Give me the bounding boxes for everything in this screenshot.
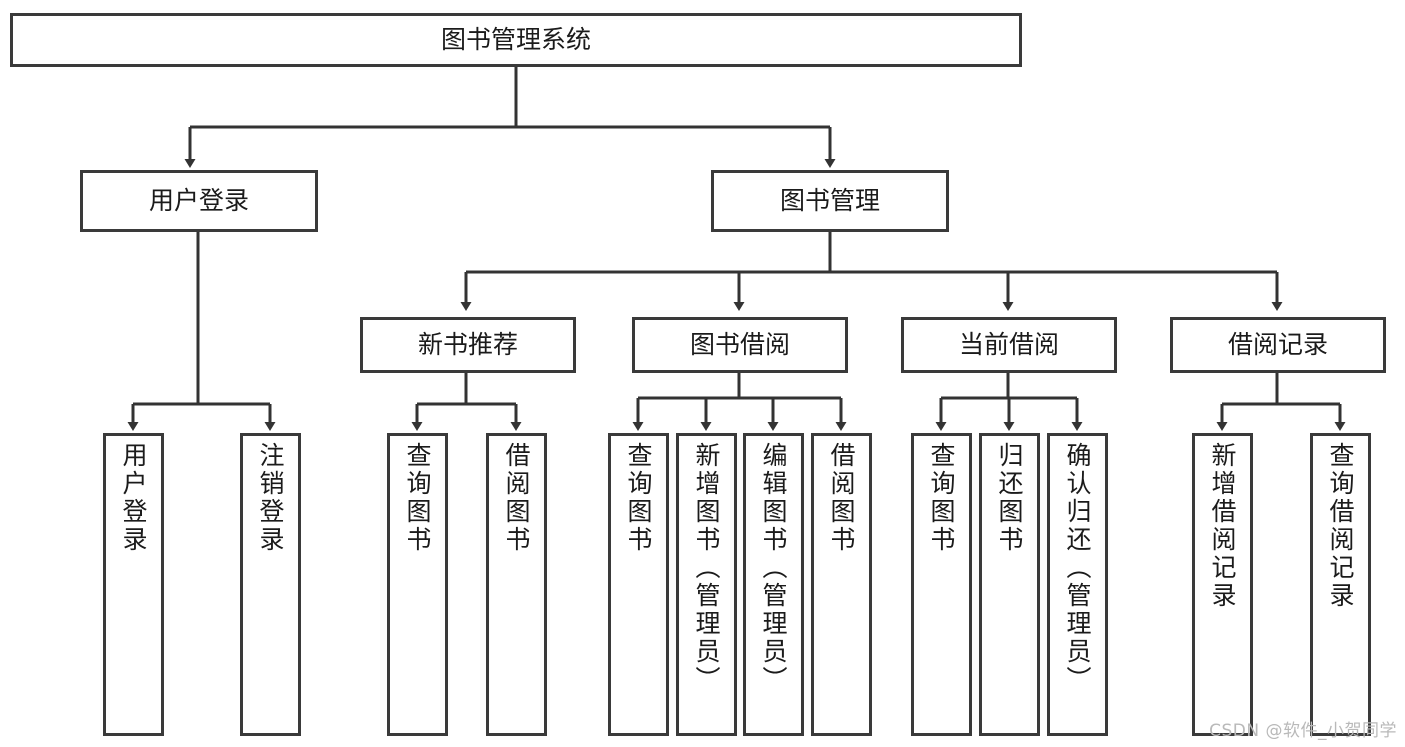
node-label: 借阅图书	[827, 442, 856, 554]
node-label: 借阅记录	[1227, 330, 1328, 359]
leaf-user-login[interactable]: 用户登录	[103, 433, 164, 736]
node-label: 注销登录	[256, 442, 285, 554]
leaf-borrow-book-recommend[interactable]: 借阅图书	[486, 433, 547, 736]
node-label: 当前借阅	[958, 330, 1059, 359]
node-label: 图书管理	[779, 186, 880, 215]
leaf-query-book-borrow[interactable]: 查询图书	[608, 433, 669, 736]
leaf-confirm-return[interactable]: 确认归还（管理员）	[1047, 433, 1108, 736]
node-user-login[interactable]: 用户登录	[80, 170, 318, 232]
leaf-borrow-book[interactable]: 借阅图书	[811, 433, 872, 736]
node-current-borrow[interactable]: 当前借阅	[901, 317, 1117, 373]
leaf-query-book-recommend[interactable]: 查询图书	[387, 433, 448, 736]
node-borrow-record[interactable]: 借阅记录	[1170, 317, 1386, 373]
node-root-system[interactable]: 图书管理系统	[10, 13, 1022, 67]
node-label: 编辑图书（管理员）	[759, 442, 788, 694]
node-label: 新书推荐	[417, 330, 518, 359]
leaf-add-borrow-record[interactable]: 新增借阅记录	[1192, 433, 1253, 736]
node-label: 查询图书	[403, 442, 432, 554]
leaf-return-book[interactable]: 归还图书	[979, 433, 1040, 736]
node-label: 新增图书（管理员）	[692, 442, 721, 694]
leaf-logout-login[interactable]: 注销登录	[240, 433, 301, 736]
node-book-management[interactable]: 图书管理	[711, 170, 949, 232]
node-label: 用户登录	[148, 186, 249, 215]
leaf-query-borrow-record[interactable]: 查询借阅记录	[1310, 433, 1371, 736]
node-label: 借阅图书	[502, 442, 531, 554]
watermark-text: CSDN @软件_小贺同学	[1209, 721, 1397, 741]
node-label: 图书借阅	[689, 330, 790, 359]
node-label: 图书管理系统	[440, 25, 591, 54]
leaf-edit-book[interactable]: 编辑图书（管理员）	[743, 433, 804, 736]
node-label: 归还图书	[995, 442, 1024, 554]
leaf-query-book-current[interactable]: 查询图书	[911, 433, 972, 736]
node-label: 确认归还（管理员）	[1063, 442, 1092, 694]
node-label: 用户登录	[119, 442, 148, 554]
node-book-borrow[interactable]: 图书借阅	[632, 317, 848, 373]
leaf-add-book[interactable]: 新增图书（管理员）	[676, 433, 737, 736]
node-new-book-recommend[interactable]: 新书推荐	[360, 317, 576, 373]
node-label: 查询图书	[624, 442, 653, 554]
node-label: 查询借阅记录	[1326, 442, 1355, 610]
node-label: 新增借阅记录	[1208, 442, 1237, 610]
node-label: 查询图书	[927, 442, 956, 554]
